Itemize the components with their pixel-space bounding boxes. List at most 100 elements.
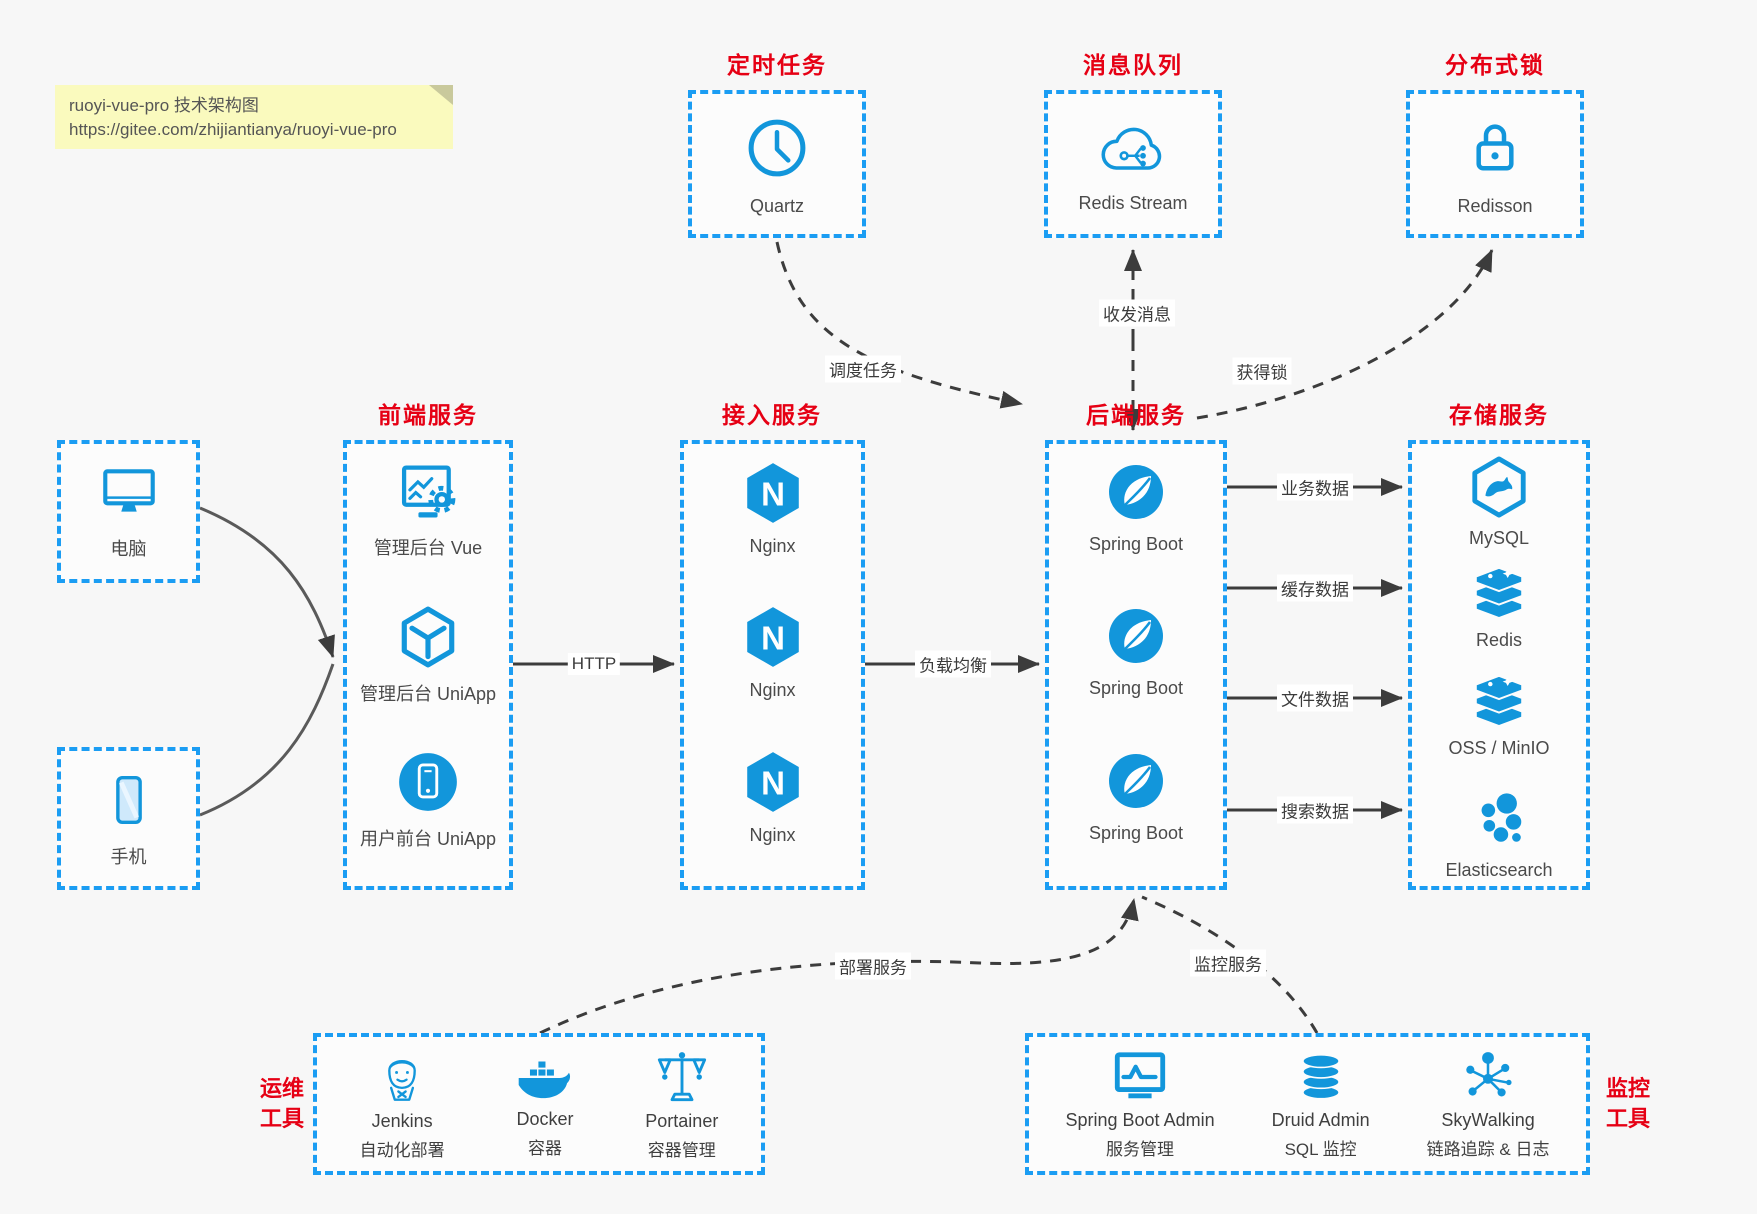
title-scheduled-task: 定时任务: [727, 52, 827, 78]
pc-client-label: 电脑: [110, 538, 147, 559]
redisson-label: Redisson: [1457, 195, 1533, 216]
admin-vue-icon: [394, 460, 462, 524]
redis-stream-label: Redis Stream: [1078, 192, 1188, 213]
nginx-icon: N: [740, 604, 806, 670]
storage-item-oss-minio: OSS / MinIO: [1412, 672, 1586, 759]
backend-item-spring-boot: Spring Boot: [1049, 460, 1223, 555]
svg-text:N: N: [761, 475, 785, 512]
edge-label-search-data: 搜索数据: [1277, 796, 1353, 824]
quartz-box: Quartz: [688, 90, 866, 238]
storage-item-redis: Redis: [1412, 564, 1586, 651]
edge-acquire-lock-line: [1196, 249, 1494, 420]
item-label: Spring Boot: [1088, 823, 1184, 843]
gateway-services-box: N Nginx N Nginx N Nginx: [680, 440, 865, 890]
item-label: 管理后台 UniApp: [359, 684, 497, 704]
ops-tools-box: Jenkins 自动化部署 Docker 容器: [313, 1033, 765, 1175]
tool-sublabel: 自动化部署: [359, 1141, 445, 1160]
storage-item-elasticsearch: Elasticsearch: [1412, 788, 1586, 881]
gateway-item-nginx: N Nginx: [684, 749, 861, 846]
lock-icon: [1459, 112, 1531, 184]
edge-label-file-data: 文件数据: [1277, 684, 1353, 712]
title-message-queue: 消息队列: [1083, 52, 1183, 78]
title-distributed-lock: 分布式锁: [1445, 52, 1545, 78]
backend-services-box: Spring Boot Spring Boot Spring Boot: [1045, 440, 1227, 890]
item-label: Nginx: [749, 825, 796, 845]
item-label: OSS / MinIO: [1448, 738, 1550, 758]
edge-label-acquire-lock: 获得锁: [1232, 357, 1292, 385]
edge-label-cache-data: 缓存数据: [1277, 574, 1353, 602]
phone-client-label: 手机: [110, 846, 147, 867]
monitor-title-line1: 监控: [1605, 1076, 1651, 1101]
tool-item-druid: Druid Admin SQL 监控: [1272, 1048, 1370, 1160]
tool-label: Spring Boot Admin: [1065, 1110, 1215, 1130]
user-app-icon: [395, 749, 461, 815]
item-label: Spring Boot: [1088, 534, 1184, 554]
note-title: ruoyi-vue-pro 技术架构图: [69, 96, 259, 115]
tool-item-portainer: Portainer 容器管理: [645, 1047, 718, 1161]
storage-services-box: MySQL Redis: [1408, 440, 1590, 890]
edge-pc-to-frontend: [199, 506, 335, 658]
tool-label: Druid Admin: [1271, 1110, 1370, 1130]
title-gateway-services: 接入服务: [722, 402, 822, 428]
tool-sublabel: 服务管理: [1106, 1140, 1175, 1159]
cloud-stream-icon: [1093, 115, 1173, 181]
desktop-icon: [96, 463, 162, 523]
ops-title-line2: 工具: [259, 1106, 305, 1131]
quartz-label: Quartz: [749, 195, 805, 216]
ops-title-line1: 运维: [259, 1076, 305, 1101]
sb-admin-icon: [1109, 1048, 1171, 1106]
item-label: 管理后台 Vue: [373, 538, 483, 558]
edge-label-messaging: 收发消息: [1099, 299, 1175, 327]
tool-sublabel: SQL 监控: [1284, 1140, 1357, 1159]
nginx-icon: N: [740, 460, 806, 526]
item-label: Redis: [1475, 630, 1523, 650]
frontend-item-admin-uniapp: 管理后台 UniApp: [347, 604, 509, 706]
edge-label-deploy: 部署服务: [835, 952, 911, 980]
portainer-icon: [653, 1047, 711, 1107]
clock-icon: [741, 112, 813, 184]
tool-sublabel: 容器: [527, 1139, 562, 1158]
tool-item-spring-boot-admin: Spring Boot Admin 服务管理: [1066, 1048, 1215, 1160]
redis-stack-icon: [1468, 564, 1530, 620]
skywalking-icon: [1459, 1048, 1517, 1106]
jenkins-icon: [373, 1047, 431, 1107]
uniapp-cube-icon: [395, 604, 461, 670]
note-fold-corner: [429, 85, 453, 105]
item-label: Elasticsearch: [1445, 860, 1553, 880]
spring-boot-icon: [1104, 460, 1168, 524]
redisson-box: Redisson: [1406, 90, 1584, 238]
spring-boot-icon: [1104, 604, 1168, 668]
frontend-item-user-uniapp: 用户前台 UniApp: [347, 749, 509, 851]
frontend-item-admin-vue: 管理后台 Vue: [347, 460, 509, 560]
redis-stack-icon: [1468, 672, 1530, 728]
gateway-item-nginx: N Nginx: [684, 460, 861, 557]
monitor-tools-title: 监控 工具: [1606, 1074, 1650, 1134]
elasticsearch-icon: [1468, 788, 1530, 850]
spring-boot-icon: [1104, 749, 1168, 813]
ops-tools-title: 运维 工具: [260, 1074, 304, 1134]
tool-label: Jenkins: [371, 1111, 433, 1131]
tool-label: Portainer: [645, 1111, 719, 1131]
svg-text:N: N: [761, 619, 785, 656]
docker-icon: [514, 1049, 576, 1105]
redis-stream-box: Redis Stream: [1044, 90, 1222, 238]
item-label: 用户前台 UniApp: [359, 829, 497, 849]
title-frontend-services: 前端服务: [378, 402, 478, 428]
edge-label-business-data: 业务数据: [1277, 473, 1353, 501]
storage-item-mysql: MySQL: [1412, 456, 1586, 549]
mobile-icon: [98, 769, 160, 831]
nginx-icon: N: [740, 749, 806, 815]
tool-item-docker: Docker 容器: [514, 1049, 576, 1159]
item-label: MySQL: [1468, 528, 1529, 548]
edge-label-schedule: 调度任务: [825, 355, 901, 383]
druid-icon: [1292, 1048, 1350, 1106]
svg-text:N: N: [761, 764, 785, 801]
gateway-item-nginx: N Nginx: [684, 604, 861, 701]
tool-item-jenkins: Jenkins 自动化部署: [360, 1047, 445, 1161]
item-label: Spring Boot: [1088, 678, 1184, 698]
edge-label-load-balance: 负载均衡: [915, 650, 991, 678]
monitor-tools-box: Spring Boot Admin 服务管理 Druid Admin SQL 监…: [1025, 1033, 1590, 1175]
pc-client-box: 电脑: [57, 440, 200, 583]
item-label: Nginx: [749, 536, 796, 556]
